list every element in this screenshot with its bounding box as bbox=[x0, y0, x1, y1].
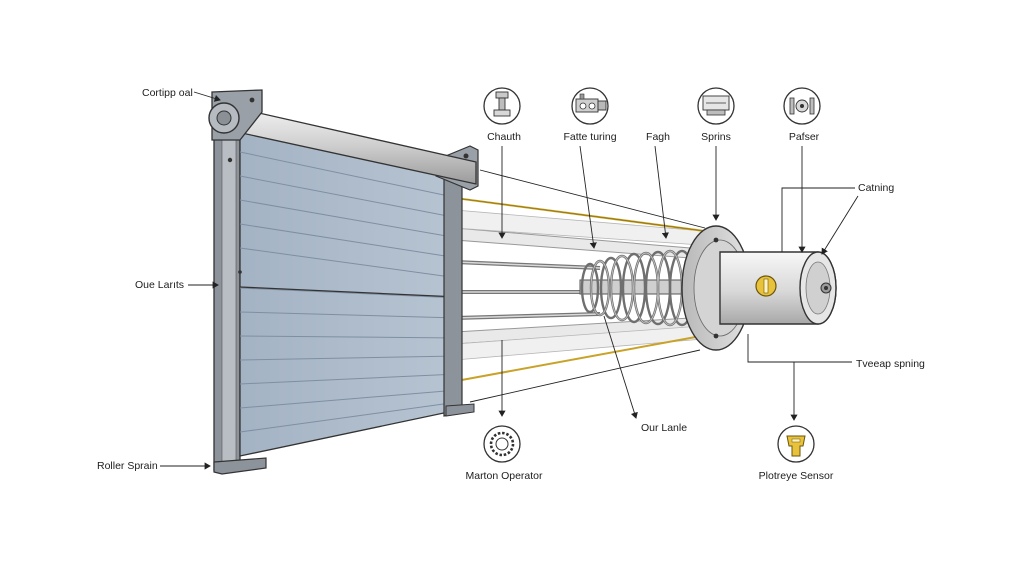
callout-fatte bbox=[579, 145, 597, 249]
label-chauth: Chauth bbox=[487, 131, 521, 143]
yellow-tracks bbox=[439, 195, 713, 385]
label-fatte-turing: Fatte turing bbox=[563, 131, 617, 143]
spring-drum-assembly bbox=[579, 225, 837, 351]
callout-spring-a bbox=[747, 334, 852, 363]
gear-ring-icon bbox=[483, 425, 521, 463]
label-our-lanle: Our Lanle bbox=[640, 422, 688, 434]
label-top-bar: Cortipp oal bbox=[142, 87, 193, 99]
label-pafser: Pafser bbox=[788, 131, 820, 143]
coil-spring-icon bbox=[783, 87, 821, 125]
callout-lines bbox=[160, 91, 859, 470]
label-photo-eye-sensor: Plotreye Sensor bbox=[758, 470, 834, 482]
monitor-icon bbox=[697, 87, 735, 125]
callout-fagh bbox=[654, 145, 669, 239]
valve-icon bbox=[483, 87, 521, 125]
label-lanes: Oue Larıts bbox=[135, 279, 185, 291]
label-motor-operator: Marton Operator bbox=[465, 470, 543, 482]
gear-assembly-icon bbox=[571, 87, 609, 125]
callout-center bbox=[603, 315, 638, 419]
label-roller-sprain: Roller Sprain bbox=[97, 460, 158, 472]
label-casing: Catning bbox=[858, 182, 895, 194]
callout-top-bar bbox=[193, 91, 221, 102]
photo-eye-sensor-icon bbox=[777, 425, 815, 463]
label-spring: Tveeap spning bbox=[856, 358, 925, 370]
callout-casing-a bbox=[781, 187, 855, 252]
callout-casing-b bbox=[821, 195, 859, 255]
roller-door bbox=[208, 89, 479, 475]
label-sprins: Sprins bbox=[701, 131, 731, 143]
label-fagh: Fagh bbox=[646, 131, 670, 143]
